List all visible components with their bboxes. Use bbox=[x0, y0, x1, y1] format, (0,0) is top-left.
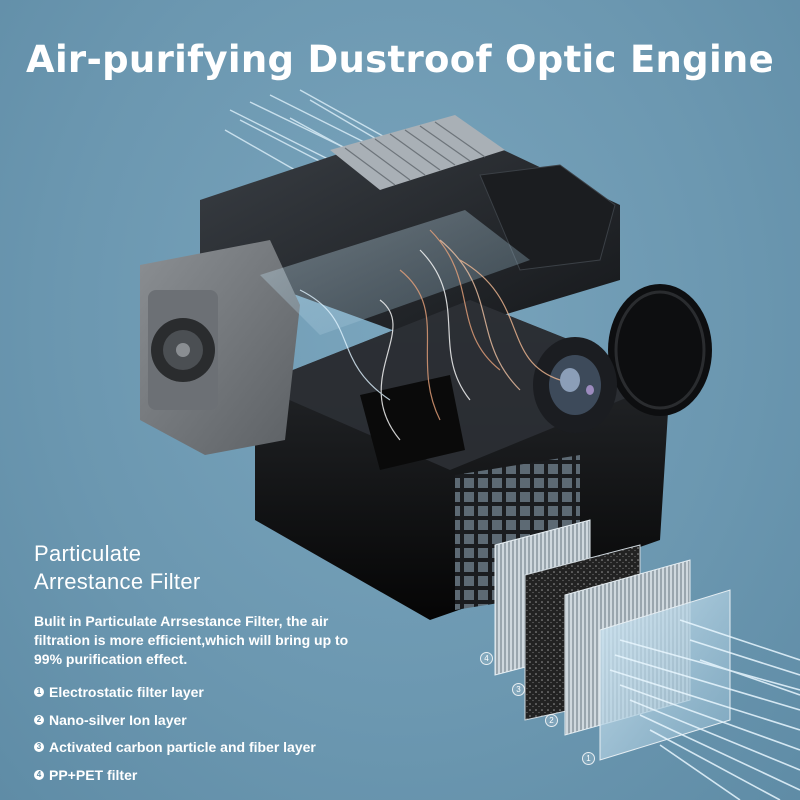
number-badge-icon: 3 bbox=[34, 742, 44, 752]
filter-callout-1: 1 bbox=[582, 752, 595, 765]
heading-line-1: Particulate bbox=[34, 541, 142, 566]
list-item: 3 Activated carbon particle and fiber lay… bbox=[34, 738, 316, 766]
filter-callout-2: 2 bbox=[545, 714, 558, 727]
airflow-bottom bbox=[609, 619, 800, 800]
filter-layers bbox=[494, 519, 731, 761]
heading-line-2: Arrestance Filter bbox=[34, 569, 201, 594]
layer-label: Electrostatic filter layer bbox=[49, 684, 204, 700]
filter-layer-1 bbox=[599, 589, 731, 761]
section-description: Bulit in Particulate Arrsestance Filter,… bbox=[34, 613, 349, 667]
layer-label: Nano-silver Ion layer bbox=[49, 711, 187, 728]
layer-label: Activated carbon particle and fiber laye… bbox=[49, 739, 316, 755]
heat-sink-icon bbox=[330, 115, 505, 190]
page-title: Air-purifying Dustroof Optic Engine bbox=[26, 38, 774, 81]
number-badge-icon: 1 bbox=[34, 687, 44, 697]
number-badge-icon: 4 bbox=[34, 769, 44, 780]
airflow-top bbox=[224, 89, 396, 191]
list-item: 4 PP+PET filter bbox=[34, 766, 316, 794]
filter-layer-list: 1 Electrostatic filter layer 2 Nano-silver… bbox=[34, 683, 316, 793]
filter-callout-4: 4 bbox=[480, 652, 493, 665]
layer-label: PP+PET filter bbox=[49, 766, 138, 783]
airflow-internal bbox=[299, 229, 561, 441]
lens-icon bbox=[533, 284, 712, 433]
list-item: 1 Electrostatic filter layer bbox=[34, 683, 316, 711]
section-heading: Particulate Arrestance Filter bbox=[34, 540, 200, 596]
filter-callout-3: 3 bbox=[512, 683, 525, 696]
list-item: 2 Nano-silver Ion layer bbox=[34, 711, 316, 739]
number-badge-icon: 2 bbox=[34, 714, 44, 725]
engine-body bbox=[140, 115, 712, 620]
